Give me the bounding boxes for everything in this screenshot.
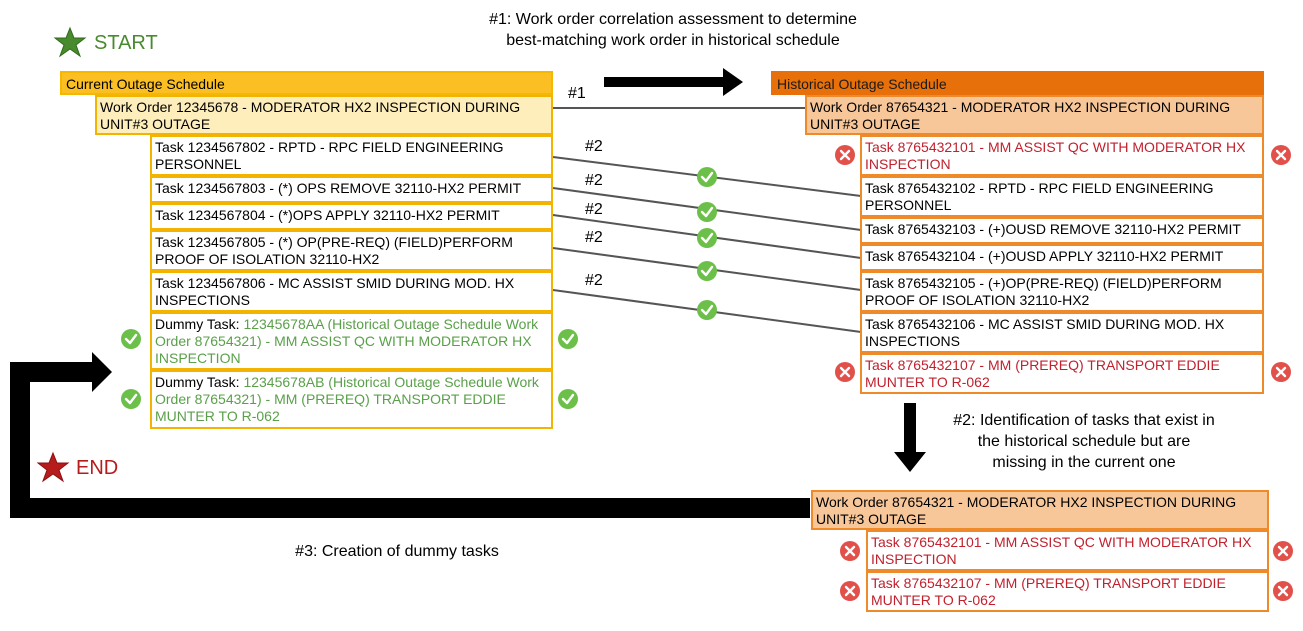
cross-icon bbox=[1269, 360, 1293, 384]
current-task: Task 1234567803 - (*) OPS REMOVE 32110-H… bbox=[150, 176, 553, 203]
current-task: Task 1234567805 - (*) OP(PRE-REQ) (FIELD… bbox=[150, 230, 553, 271]
check-icon bbox=[695, 226, 719, 250]
missing-work-order: Work Order 87654321 - MODERATOR HX2 INSP… bbox=[811, 490, 1269, 530]
link-label-1: #1 bbox=[568, 85, 586, 102]
historical-task: Task 8765432106 - MC ASSIST SMID DURING … bbox=[860, 312, 1264, 353]
current-task: Task 1234567804 - (*)OPS APPLY 32110-HX2… bbox=[150, 203, 553, 230]
check-icon bbox=[695, 298, 719, 322]
start-label: START bbox=[94, 32, 158, 54]
check-icon bbox=[556, 387, 580, 411]
cross-icon bbox=[838, 579, 862, 603]
current-work-order: Work Order 12345678 - MODERATOR HX2 INSP… bbox=[95, 95, 553, 135]
cross-icon bbox=[1271, 579, 1295, 603]
historical-work-order: Work Order 87654321 - MODERATOR HX2 INSP… bbox=[805, 95, 1264, 135]
dummy-task: Dummy Task: 12345678AA (Historical Outag… bbox=[150, 312, 553, 370]
check-icon bbox=[695, 200, 719, 224]
arrow-right-icon bbox=[604, 68, 743, 96]
cross-icon bbox=[833, 143, 857, 167]
historical-task: Task 8765432102 - RPTD - RPC FIELD ENGIN… bbox=[860, 176, 1264, 217]
current-schedule-header: Current Outage Schedule bbox=[60, 71, 553, 95]
start-star-icon bbox=[53, 26, 87, 58]
current-task: Task 1234567802 - RPTD - RPC FIELD ENGIN… bbox=[150, 135, 553, 176]
link-label-2: #2 bbox=[585, 172, 603, 189]
missing-task: Task 8765432107 - MM (PREREQ) TRANSPORT … bbox=[866, 571, 1269, 612]
link-label-2: #2 bbox=[585, 201, 603, 218]
historical-task-missing: Task 8765432101 - MM ASSIST QC WITH MODE… bbox=[860, 135, 1264, 176]
check-icon bbox=[119, 387, 143, 411]
current-task: Task 1234567806 - MC ASSIST SMID DURING … bbox=[150, 271, 553, 312]
missing-task: Task 8765432101 - MM ASSIST QC WITH MODE… bbox=[866, 530, 1269, 571]
cross-icon bbox=[1269, 143, 1293, 167]
check-icon bbox=[556, 327, 580, 351]
check-icon bbox=[695, 259, 719, 283]
link-label-2: #2 bbox=[585, 229, 603, 246]
end-star-icon bbox=[36, 451, 70, 483]
caption-step-3: #3: Creation of dummy tasks bbox=[295, 543, 499, 560]
check-icon bbox=[695, 165, 719, 189]
historical-task: Task 8765432103 - (+)OUSD REMOVE 32110-H… bbox=[860, 217, 1264, 244]
historical-task-missing: Task 8765432107 - MM (PREREQ) TRANSPORT … bbox=[860, 353, 1264, 394]
cross-icon bbox=[1271, 539, 1295, 563]
link-label-2: #2 bbox=[585, 272, 603, 289]
caption-step-2: #2: Identification of tasks that exist i… bbox=[953, 412, 1215, 471]
historical-task: Task 8765432104 - (+)OUSD APPLY 32110-HX… bbox=[860, 244, 1264, 271]
end-label: END bbox=[76, 457, 119, 479]
dummy-task: Dummy Task: 12345678AB (Historical Outag… bbox=[150, 370, 553, 429]
caption-step-1: #1: Work order correlation assessment to… bbox=[489, 11, 857, 49]
arrow-down-icon bbox=[894, 403, 926, 472]
historical-schedule-header: Historical Outage Schedule bbox=[771, 71, 1264, 95]
cross-icon bbox=[838, 539, 862, 563]
arrow-loop-back-icon bbox=[10, 352, 810, 518]
link-label-2: #2 bbox=[585, 138, 603, 155]
check-icon bbox=[119, 327, 143, 351]
cross-icon bbox=[833, 360, 857, 384]
historical-task: Task 8765432105 - (+)OP(PRE-REQ) (FIELD)… bbox=[860, 271, 1264, 312]
